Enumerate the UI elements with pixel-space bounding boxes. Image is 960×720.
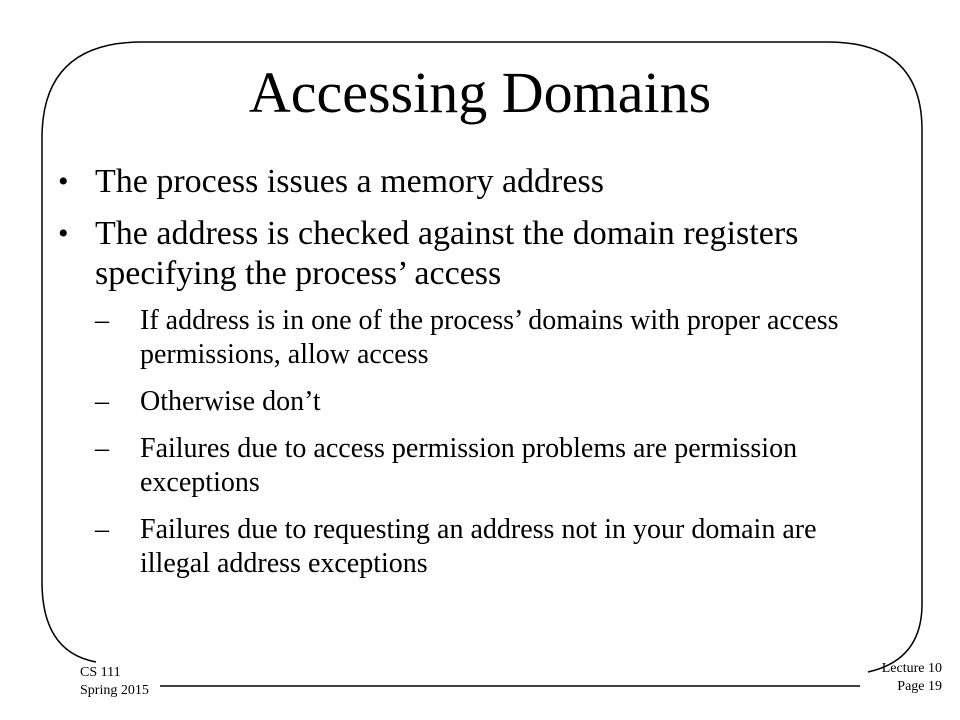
dash-icon: –: [95, 386, 109, 417]
course-label: CS 111: [80, 665, 121, 680]
sub-bullet-list: – If address is in one of the process’ d…: [95, 304, 858, 581]
page-number: Page 19: [897, 679, 942, 694]
sub-bullet-item: – Failures due to access permission prob…: [95, 432, 858, 500]
footer-course-info: CS 111 Spring 2015: [80, 664, 149, 700]
bullet-text: The process issues a memory address: [95, 163, 604, 200]
sub-bullet-text: Failures due to access permission proble…: [140, 433, 798, 498]
slide-title: Accessing Domains: [248, 60, 712, 125]
sub-bullet-text: Failures due to requesting an address no…: [140, 514, 817, 579]
sub-bullet-item: – If address is in one of the process’ d…: [95, 304, 858, 372]
bullet-item: • The process issues a memory address: [58, 162, 858, 202]
footer-page-info: Lecture 10 Page 19: [882, 660, 942, 696]
bullet-list: • The process issues a memory address • …: [58, 162, 858, 594]
sub-bullet-item: – Failures due to requesting an address …: [95, 513, 858, 581]
sub-bullet-item: – Otherwise don’t: [95, 385, 858, 419]
bullet-item: • The address is checked against the dom…: [58, 214, 858, 581]
bullet-icon: •: [58, 217, 69, 250]
bullet-icon: •: [58, 165, 69, 198]
lecture-label: Lecture 10: [881, 661, 942, 676]
dash-icon: –: [95, 433, 109, 464]
sub-bullet-text: Otherwise don’t: [140, 386, 321, 417]
sub-bullet-text: If address is in one of the process’ dom…: [140, 305, 839, 370]
dash-icon: –: [95, 514, 109, 545]
dash-icon: –: [95, 305, 109, 336]
term-label: Spring 2015: [80, 683, 149, 698]
bullet-text: The address is checked against the domai…: [95, 215, 799, 292]
